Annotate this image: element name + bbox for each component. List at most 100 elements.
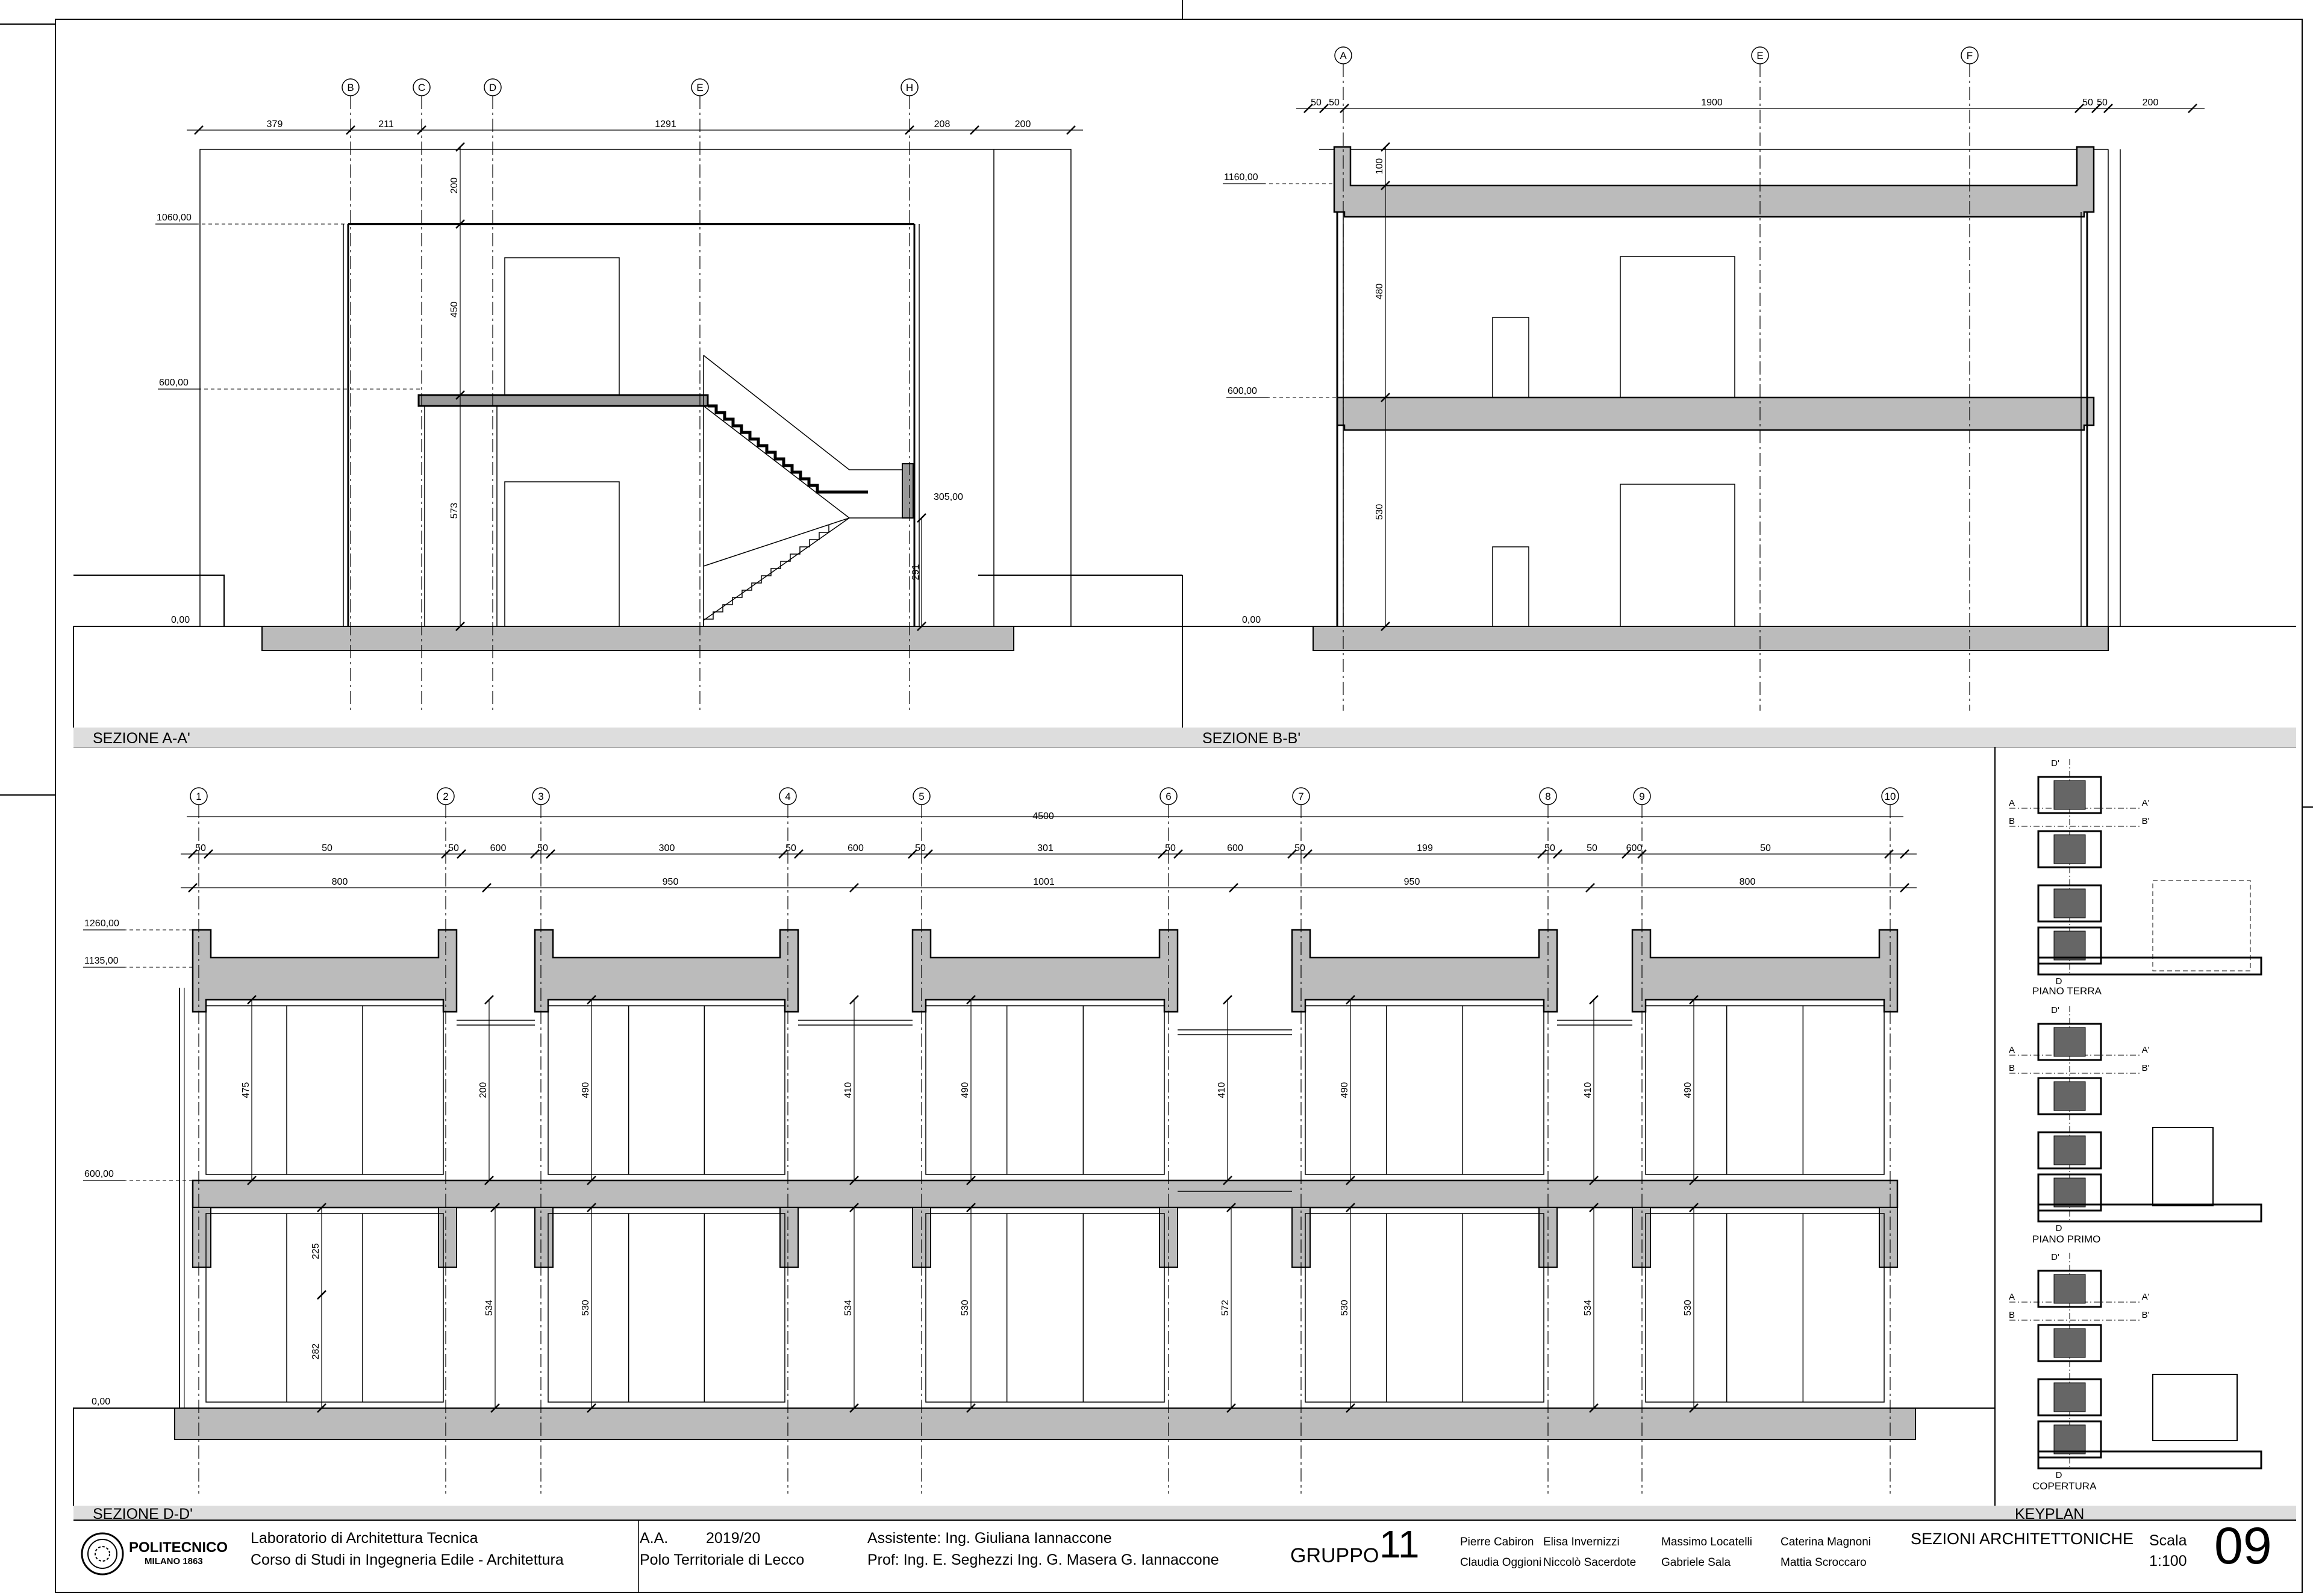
keyplan-mark-d-roof: D [2056, 1470, 2062, 1480]
professors: Prof: Ing. E. Seghezzi Ing. G. Masera G.… [867, 1551, 1219, 1568]
aa-dim-top-4: 200 [1015, 119, 1031, 129]
dd-height-low-0-0: 534 [484, 1300, 495, 1316]
dd-height-low-3-0: 530 [960, 1300, 970, 1316]
dd-axis-3-bubble [532, 787, 550, 805]
dd-dim-row1-16: 600 [1626, 843, 1643, 853]
dd-block-3 [911, 929, 1179, 1403]
dd-height-low-5-0: 530 [1340, 1300, 1350, 1316]
dd-axis-9-label: 9 [1639, 791, 1644, 802]
section-dd [73, 988, 1996, 1506]
keyplan-mark-d-first: D [2056, 1223, 2062, 1233]
aa-level-side: 305,00 [934, 492, 963, 502]
aa-axis-E-bubble [691, 78, 709, 96]
aa-axis-C-bubble [413, 78, 431, 96]
aa-dim-top-2: 1291 [655, 119, 676, 129]
politecnico-logo-mark [81, 1532, 124, 1576]
logo-name: POLITECNICO [129, 1539, 228, 1556]
bb-height-1: 480 [1375, 284, 1385, 300]
member-1: Pierre Cabiron [1460, 1536, 1534, 1548]
aa-height-1: 450 [449, 302, 460, 318]
dd-block-2 [534, 929, 799, 1403]
dd-height-up-0-0: 475 [241, 1082, 251, 1099]
bb-dim-top-0: 50 [1311, 98, 1322, 108]
dd-height-up-2-0: 490 [581, 1082, 591, 1099]
aa-axis-B-label: B [347, 82, 354, 93]
logo-sub: MILANO 1863 [145, 1556, 203, 1566]
dd-level-0: 1260,00 [84, 918, 119, 929]
dd-dim-row1-13: 199 [1417, 843, 1433, 853]
dd-dim-row2-2: 1001 [1033, 877, 1055, 887]
aa-axis-H-bubble [901, 78, 919, 96]
dd-dim-row1-9: 301 [1037, 843, 1053, 853]
aa-dim-top-0: 379 [267, 119, 283, 129]
group-label: GRUPPO [1290, 1544, 1379, 1567]
bb-axis-A-label: A [1340, 50, 1347, 61]
keyplan-mark-dprime-roof: D' [2051, 1252, 2059, 1262]
dd-dim-row1-8: 50 [915, 843, 926, 853]
dd-height-up-3-0: 410 [843, 1082, 854, 1099]
sheet-title: SEZIONI ARCHITETTONICHE [1911, 1530, 2134, 1548]
keyplan-label-first: PIANO PRIMO [2032, 1233, 2101, 1245]
academic-year: 2019/20 [706, 1530, 761, 1547]
bb-dim-top-3: 50 [2082, 98, 2093, 108]
keyplan-mark-a-roof: A [2009, 1292, 2015, 1302]
bb-height-2: 530 [1375, 504, 1385, 520]
keyplan-mark-a-ground: A [2009, 798, 2015, 808]
dd-dim-row1-7: 600 [847, 843, 864, 853]
bb-dim-top-4: 50 [2097, 98, 2108, 108]
keyplan-mark-b-ground: B [2009, 816, 2015, 826]
dd-axis-10-label: 10 [1885, 791, 1896, 802]
dd-dim-row1-17: 50 [1760, 843, 1771, 853]
dd-block-4 [1291, 929, 1558, 1403]
bb-level-2: 0,00 [1242, 615, 1261, 625]
member-5: Claudia Oggioni [1460, 1556, 1542, 1569]
dd-dim-row1-1: 50 [322, 843, 332, 853]
dd-axis-7-label: 7 [1298, 791, 1303, 802]
group-number: 11 [1379, 1523, 1420, 1566]
member-6: Niccolò Sacerdote [1543, 1556, 1637, 1569]
scale-label: Scala [2149, 1532, 2187, 1549]
dd-dim-row1-10: 50 [1165, 843, 1176, 853]
bb-dim-top-5: 200 [2143, 98, 2159, 108]
dd-axis-6-bubble [1160, 787, 1178, 805]
dd-axis-3-label: 3 [538, 791, 543, 802]
keyplan-mark-aprime-roof: A' [2142, 1292, 2150, 1302]
bb-dim-top-2: 1900 [1701, 98, 1723, 108]
dd-block-1 [192, 929, 458, 1403]
course-name: Laboratorio di Architettura Tecnica [251, 1530, 478, 1547]
dd-block-5 [1631, 929, 1899, 1403]
dd-axis-7-bubble [1292, 787, 1310, 805]
aa-axis-E-label: E [696, 82, 703, 93]
aa-level-1: 600,00 [159, 378, 189, 388]
aa-axis-D-bubble [484, 78, 502, 96]
bb-level-0: 1160,00 [1224, 172, 1258, 182]
dd-height-up-4-0: 490 [960, 1082, 970, 1099]
sheet-number: 09 [2214, 1517, 2272, 1575]
aa-height-2: 573 [449, 503, 460, 519]
member-2: Elisa Invernizzi [1543, 1536, 1620, 1548]
bb-level-1: 600,00 [1228, 386, 1257, 396]
keyplan-mark-dprime-first: D' [2051, 1005, 2059, 1015]
dd-axis-1-bubble [190, 787, 208, 805]
dd-level-3: 0,00 [92, 1397, 110, 1407]
campus: Polo Territoriale di Lecco [640, 1551, 805, 1568]
dd-axis-5-bubble [913, 787, 931, 805]
sheet-frame [55, 19, 2303, 1593]
keyplan-label-roof: COPERTURA [2032, 1480, 2097, 1492]
dd-axis-9-bubble [1633, 787, 1651, 805]
dd-axis-2-bubble [437, 787, 455, 805]
dd-height-up-7-0: 410 [1583, 1082, 1593, 1099]
keyplan-mark-aprime-ground: A' [2142, 798, 2150, 808]
dd-level-1: 1135,00 [84, 956, 119, 966]
aa-height-0: 200 [449, 178, 460, 194]
bb-axis-E-bubble [1751, 46, 1769, 64]
dd-level-2: 600,00 [84, 1169, 114, 1179]
dd-dim-row1-14: 50 [1544, 843, 1555, 853]
dd-dim-row2-4: 800 [1740, 877, 1756, 887]
section-dd-blocks [192, 929, 1899, 1403]
keyplan-mark-aprime-first: A' [2142, 1045, 2150, 1055]
member-8: Mattia Scroccaro [1781, 1556, 1867, 1569]
bb-axis-F-bubble [1961, 46, 1979, 64]
